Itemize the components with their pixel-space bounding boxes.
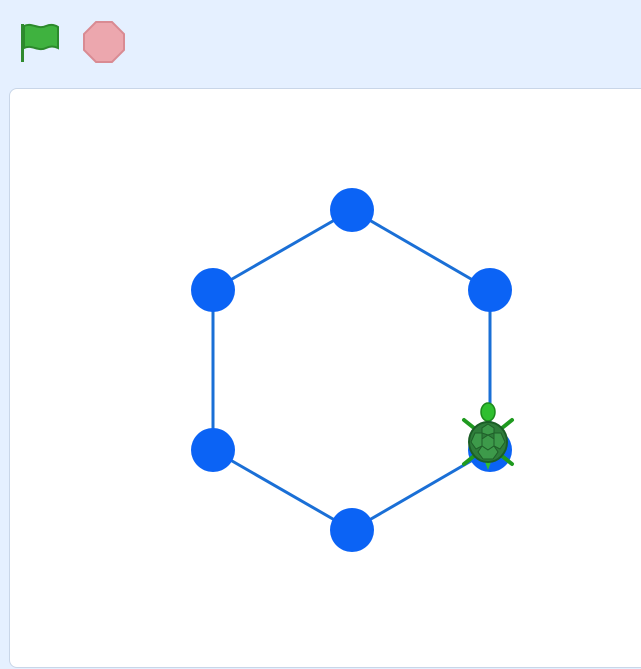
stage-canvas[interactable] xyxy=(9,88,641,668)
vertex-dot-5 xyxy=(191,428,235,472)
hexagon-vertices xyxy=(191,188,512,552)
green-flag-button[interactable] xyxy=(18,20,62,64)
green-flag-icon xyxy=(21,23,59,62)
turtle-icon[interactable] xyxy=(462,402,514,470)
stop-icon xyxy=(83,21,125,63)
hexagon-lines xyxy=(211,208,492,532)
vertex-dot-4 xyxy=(330,508,374,552)
stage-drawing xyxy=(191,188,514,552)
toolbar xyxy=(0,0,641,88)
vertex-dot-2 xyxy=(468,268,512,312)
vertex-dot-1 xyxy=(330,188,374,232)
vertex-dot-6 xyxy=(191,268,235,312)
stop-button[interactable] xyxy=(82,20,126,64)
